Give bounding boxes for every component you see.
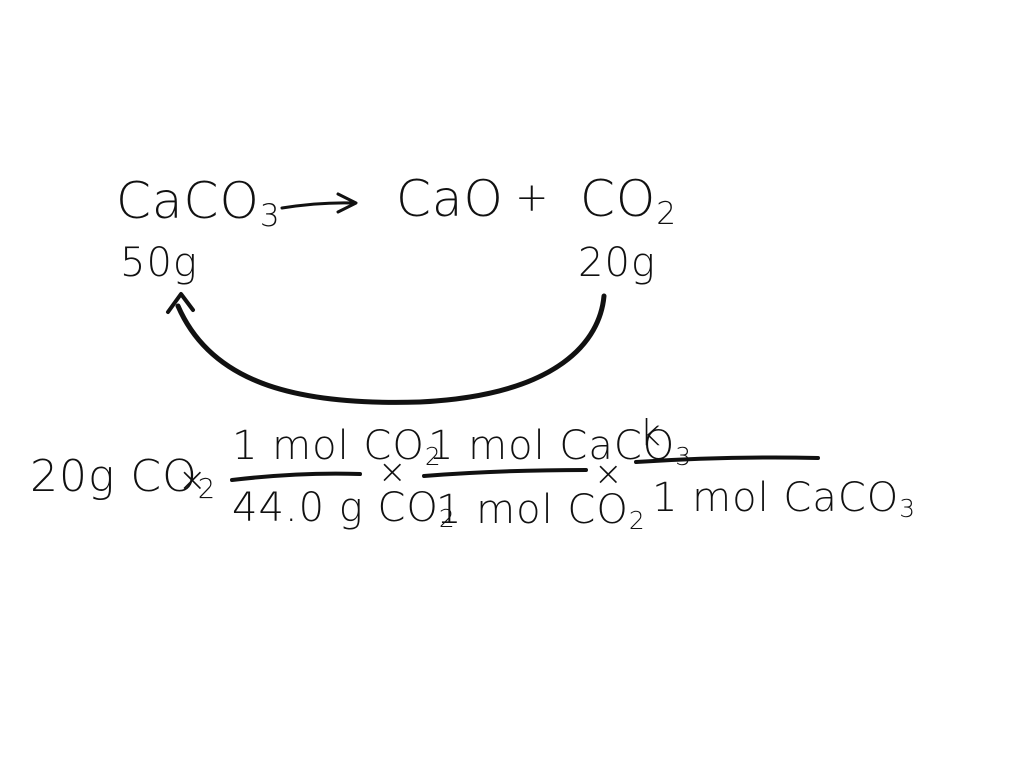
curved-arrow-icon: [166, 292, 607, 405]
fraction3-numerator: k: [640, 413, 662, 454]
product-cao: CaO: [396, 170, 504, 228]
times-sign-2: ×: [378, 452, 408, 492]
fraction-bar-2: [422, 468, 588, 478]
calc-start-value: 20g CO2: [30, 451, 217, 505]
plus-sign: +: [515, 175, 550, 221]
fraction3-denominator: 1 mol CaCO3: [652, 475, 917, 524]
fraction2-denominator: 1 mol CO2: [436, 487, 646, 536]
reactant-caco3: CaCO3: [116, 172, 281, 234]
reactant-mass: 50g: [120, 240, 198, 286]
fraction-bar-1: [230, 471, 362, 482]
times-sign-1: ×: [178, 460, 208, 500]
fraction-bar-3: [634, 455, 820, 464]
product-mass: 20g: [578, 240, 656, 286]
right-arrow-icon: [280, 192, 358, 214]
fraction1-numerator: 1 mol CO2: [232, 423, 442, 472]
fraction1-denominator: 44.0 g CO2: [232, 485, 456, 534]
product-co2: CO2: [580, 170, 678, 232]
times-sign-3: ×: [594, 454, 624, 494]
fraction2-numerator: 1 mol CaCO3: [428, 423, 693, 472]
